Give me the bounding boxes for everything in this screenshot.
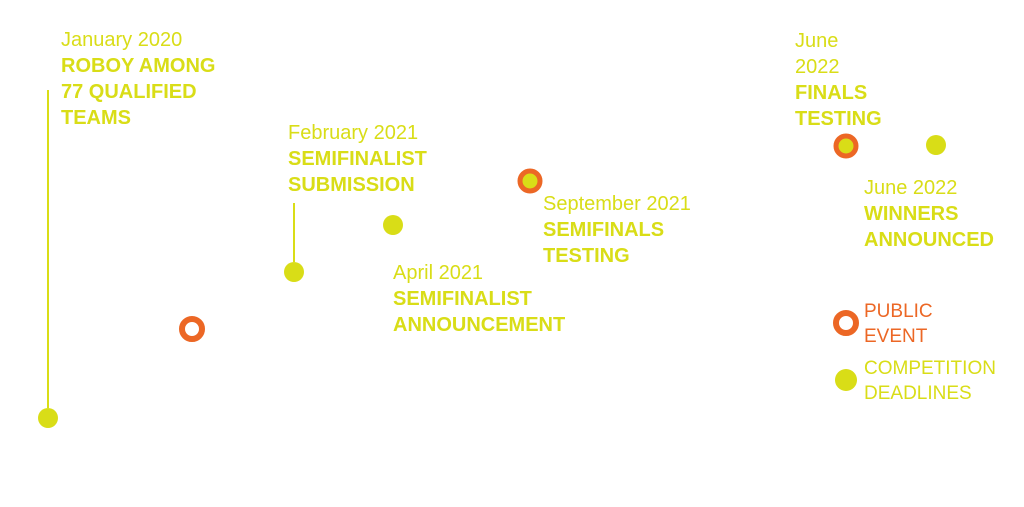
legend-deadline-text: COMPETITION <box>864 358 996 379</box>
milestone-feb-2021: February 2021 SEMIFINALIST SUBMISSION <box>288 120 427 198</box>
legend-deadline: COMPETITION DEADLINES <box>864 356 996 406</box>
milestone-title-line: WINNERS <box>864 203 959 225</box>
milestone-sep-2021: September 2021 SEMIFINALS TESTING <box>543 191 691 269</box>
legend-deadline-marker <box>835 369 857 391</box>
milestone-jun-2022-finals: June 2022 FINALS TESTING <box>795 28 882 132</box>
milestone-title-line: TEAMS <box>61 107 131 129</box>
milestone-date: January 2020 <box>61 29 183 51</box>
milestone-title-line: SEMIFINALS <box>543 219 665 241</box>
legend-public-event-text: PUBLIC <box>864 301 933 322</box>
milestone-jan-2020: January 2020 ROBOY AMONG 77 QUALIFIED TE… <box>61 27 215 131</box>
milestone-title-line: SEMIFINALIST <box>288 148 427 170</box>
milestone-date: April 2021 <box>393 262 484 284</box>
milestone-title-line: ANNOUNCEMENT <box>393 314 566 336</box>
public-event-ring-standalone <box>179 316 205 342</box>
milestone-date-line: June <box>795 30 839 52</box>
milestone-date: June 2022 <box>864 177 958 199</box>
public-event-ring-sep-2021 <box>517 168 543 194</box>
milestone-apr-2021: April 2021 SEMIFINALIST ANNOUNCEMENT <box>393 260 565 338</box>
legend-public-event-marker <box>833 310 859 336</box>
milestone-title-line: TESTING <box>795 108 882 130</box>
milestone-jun-2022-winners: June 2022 WINNERS ANNOUNCED <box>864 175 994 253</box>
milestone-title-line: ANNOUNCED <box>864 229 994 251</box>
deadline-dot-feb-2021 <box>284 262 304 282</box>
milestone-date: September 2021 <box>543 193 691 215</box>
milestone-title-line: ROBOY AMONG <box>61 55 216 77</box>
milestone-title-line: TESTING <box>543 245 630 267</box>
milestone-date: February 2021 <box>288 122 419 144</box>
deadline-dot-jan-2020 <box>38 408 58 428</box>
milestone-title-line: SUBMISSION <box>288 174 415 196</box>
legend-public-event: PUBLIC EVENT <box>864 299 933 349</box>
public-event-ring-jun-2022-finals <box>833 133 859 159</box>
legend-public-event-text: EVENT <box>864 326 928 347</box>
milestone-title-line: FINALS <box>795 82 868 104</box>
deadline-dot-apr-2021 <box>383 215 403 235</box>
deadline-dot-jun-2022-winners <box>926 135 946 155</box>
legend-deadline-text: DEADLINES <box>864 383 972 404</box>
milestone-title-line: SEMIFINALIST <box>393 288 532 310</box>
milestone-date-line: 2022 <box>795 56 840 78</box>
milestone-title-line: 77 QUALIFIED <box>61 81 197 103</box>
